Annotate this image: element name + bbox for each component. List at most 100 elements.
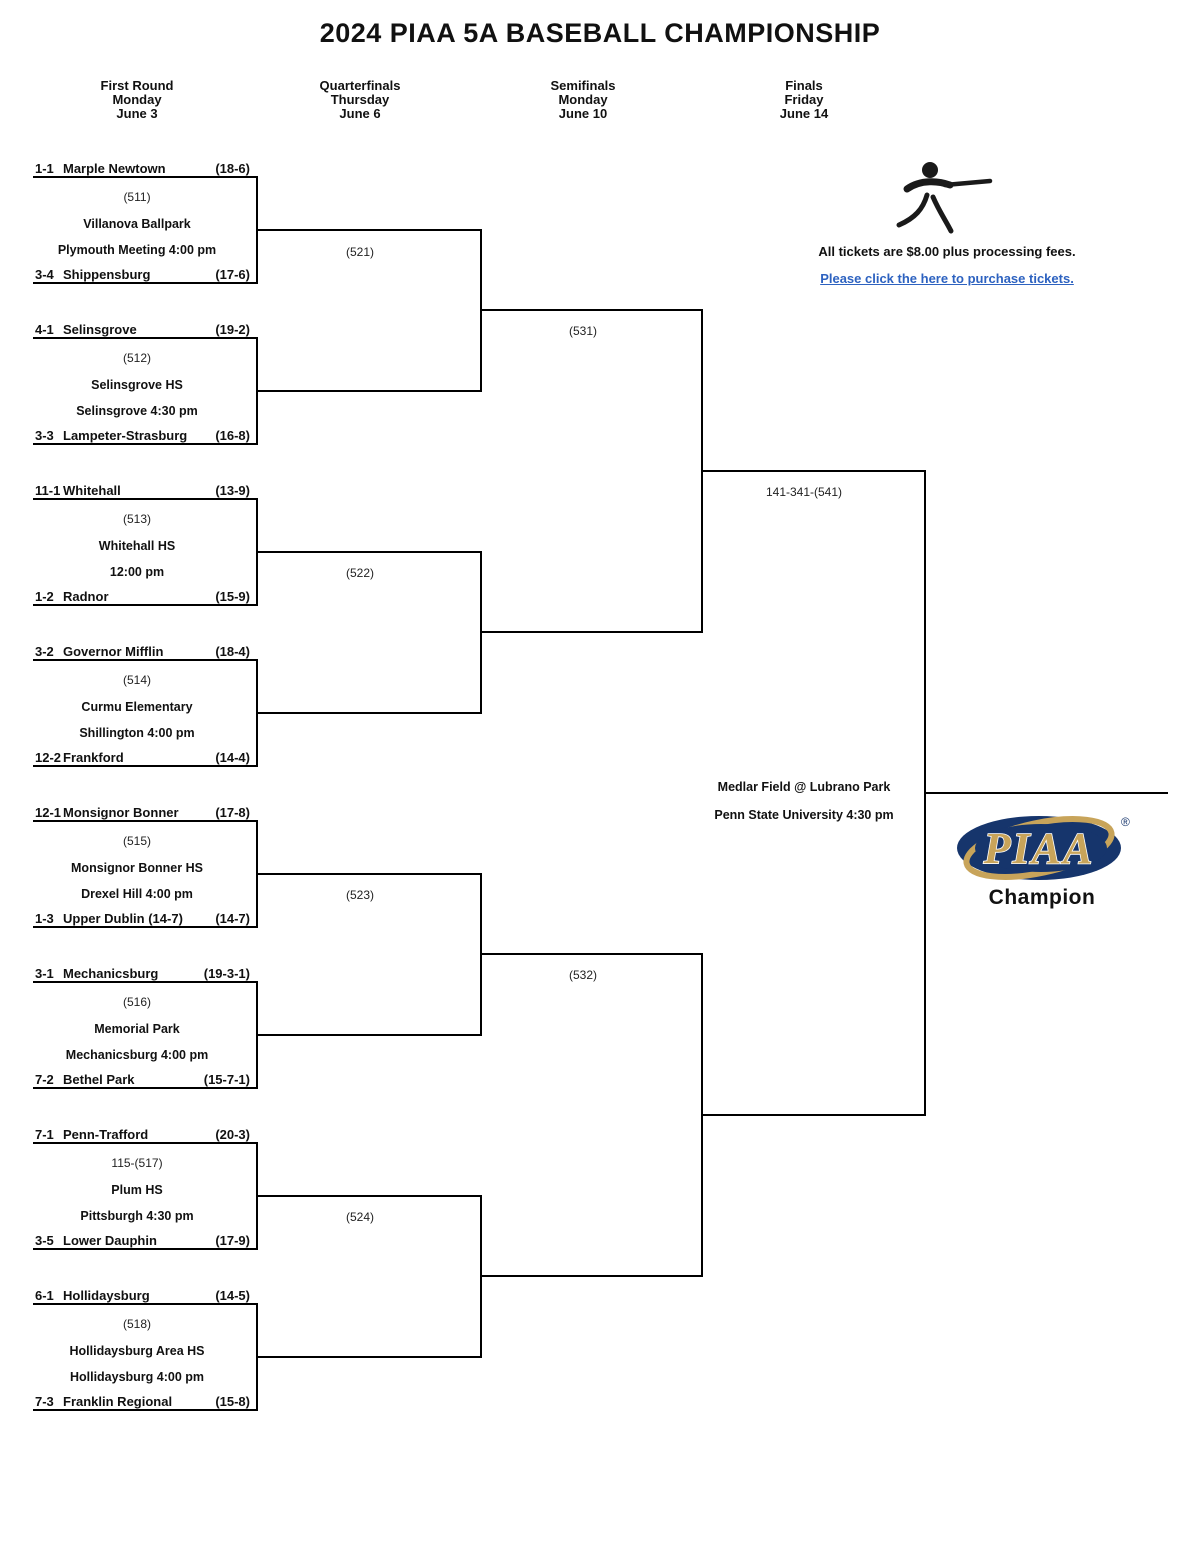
team-row: 7-1 Penn-Trafford (20-3) <box>33 1126 258 1144</box>
team-record: (14-7) <box>215 911 250 926</box>
quarterfinal-game-number: (522) <box>345 566 374 580</box>
team-name: Penn-Trafford <box>63 1127 149 1142</box>
match-517: 7-1 Penn-Trafford (20-3) 115-(517) Plum … <box>33 1126 258 1250</box>
team-seed: 11-1 <box>35 483 61 498</box>
team-row: 7-2 Bethel Park (15-7-1) <box>33 1071 258 1089</box>
game-number: 115-(517) <box>111 1156 163 1170</box>
game-venue: Curmu Elementary <box>81 700 193 714</box>
team-name: Marple Newtown <box>63 161 166 176</box>
final-venue: Medlar Field @ Lubrano Park <box>717 780 891 794</box>
game-location-time: Pittsburgh 4:30 pm <box>80 1209 194 1223</box>
team-row: 3-2 Governor Mifflin (18-4) <box>33 643 258 661</box>
game-venue: Hollidaysburg Area HS <box>69 1344 205 1358</box>
team-record: (14-5) <box>215 1288 250 1303</box>
bracket-line <box>257 712 482 714</box>
match-511: 1-1 Marple Newtown (18-6) (511) Villanov… <box>33 160 258 284</box>
team-row: 7-3 Franklin Regional (15-8) <box>33 1393 258 1411</box>
team-row: 11-1 Whitehall (13-9) <box>33 482 258 500</box>
bracket-line <box>480 309 703 311</box>
team-seed: 1-2 <box>35 589 54 604</box>
game-location-time: Drexel Hill 4:00 pm <box>81 887 193 901</box>
team-name: Hollidaysburg <box>63 1288 150 1303</box>
team-record: (18-6) <box>215 161 250 176</box>
team-seed: 6-1 <box>35 1288 54 1303</box>
team-name: Lower Dauphin <box>63 1233 157 1248</box>
match-518: 6-1 Hollidaysburg (14-5) (518) Hollidays… <box>33 1287 258 1411</box>
bracket-line <box>257 873 482 875</box>
team-row: 12-1 Monsignor Bonner (17-8) <box>33 804 258 822</box>
round-header-finals: Finals Friday June 14 <box>714 79 894 121</box>
game-venue: Monsignor Bonner HS <box>71 861 203 875</box>
team-record: (15-7-1) <box>203 1072 250 1087</box>
piaa-logo: PIAA ® <box>957 815 1130 880</box>
bracket-line <box>257 229 482 231</box>
match-512: 4-1 Selinsgrove (19-2) (512) Selinsgrove… <box>33 321 258 445</box>
bracket-line <box>257 1195 482 1197</box>
team-seed: 4-1 <box>35 322 54 337</box>
team-seed: 3-2 <box>35 644 54 659</box>
team-seed: 3-3 <box>35 428 54 443</box>
bracket-line <box>257 1034 482 1036</box>
team-record: (16-8) <box>215 428 250 443</box>
final-location-time: Penn State University 4:30 pm <box>714 808 894 822</box>
game-venue: Selinsgrove HS <box>91 378 183 392</box>
team-name: Bethel Park <box>63 1072 135 1087</box>
team-record: (17-9) <box>215 1233 250 1248</box>
match-515: 12-1 Monsignor Bonner (17-8) (515) Monsi… <box>33 804 258 928</box>
game-number: (511) <box>123 190 151 204</box>
team-row: 6-1 Hollidaysburg (14-5) <box>33 1287 258 1305</box>
team-record: (17-6) <box>215 267 250 282</box>
bracket-line <box>480 631 703 633</box>
round-name: Finals <box>785 78 823 93</box>
round-name: Semifinals <box>550 78 616 93</box>
final-game-number: 141-341-(541) <box>765 485 843 499</box>
game-number: (516) <box>122 995 151 1009</box>
team-name: Frankford <box>63 750 124 765</box>
team-row: 3-5 Lower Dauphin (17-9) <box>33 1232 258 1250</box>
bracket-line <box>480 1275 703 1277</box>
team-record: (19-3-1) <box>203 966 250 981</box>
team-name: Lampeter-Strasburg <box>63 428 188 443</box>
team-seed: 12-1 <box>35 805 62 820</box>
team-name: Governor Mifflin <box>63 644 164 659</box>
team-record: (18-4) <box>215 644 250 659</box>
ticket-link-wrap: Please click the here to purchase ticket… <box>796 271 1098 286</box>
round-day: Friday <box>784 92 824 107</box>
bracket-line <box>701 470 926 472</box>
team-record: (15-8) <box>215 1394 250 1409</box>
bracket-line <box>257 551 482 553</box>
team-name: Whitehall <box>63 483 121 498</box>
team-name: Shippensburg <box>63 267 151 282</box>
registered-mark: ® <box>1121 815 1130 829</box>
team-record: (19-2) <box>215 322 250 337</box>
bracket-line <box>480 953 703 955</box>
game-venue: Villanova Ballpark <box>83 217 191 231</box>
match-516: 3-1 Mechanicsburg (19-3-1) (516) Memoria… <box>33 965 258 1089</box>
team-record: (17-8) <box>215 805 250 820</box>
round-day: Monday <box>112 92 162 107</box>
champion-line <box>924 792 1168 794</box>
game-number: (518) <box>122 1317 151 1331</box>
game-location-time: Shillington 4:00 pm <box>79 726 195 740</box>
team-record: (20-3) <box>215 1127 250 1142</box>
team-seed: 7-3 <box>35 1394 54 1409</box>
team-seed: 7-2 <box>35 1072 54 1087</box>
semifinal-game-number: (532) <box>568 968 597 982</box>
game-venue: Memorial Park <box>94 1022 180 1036</box>
team-name: Mechanicsburg <box>63 966 159 981</box>
quarterfinal-game-number: (521) <box>345 245 374 259</box>
purchase-tickets-link[interactable]: Please click the here to purchase ticket… <box>820 271 1074 286</box>
team-name: Monsignor Bonner <box>63 805 179 820</box>
champion-label: Champion <box>988 886 1096 909</box>
round-day: Thursday <box>330 92 390 107</box>
team-row: 4-1 Selinsgrove (19-2) <box>33 321 258 339</box>
team-name: Franklin Regional <box>63 1394 173 1409</box>
page-title: 2024 PIAA 5A BASEBALL CHAMPIONSHIP <box>319 18 881 48</box>
team-row: 1-2 Radnor (15-9) <box>33 588 258 606</box>
team-seed: 1-1 <box>35 161 54 176</box>
round-date: June 10 <box>558 106 608 121</box>
round-header-semifinals: Semifinals Monday June 10 <box>493 79 673 121</box>
team-name: Radnor <box>63 589 109 604</box>
team-record: (15-9) <box>215 589 250 604</box>
